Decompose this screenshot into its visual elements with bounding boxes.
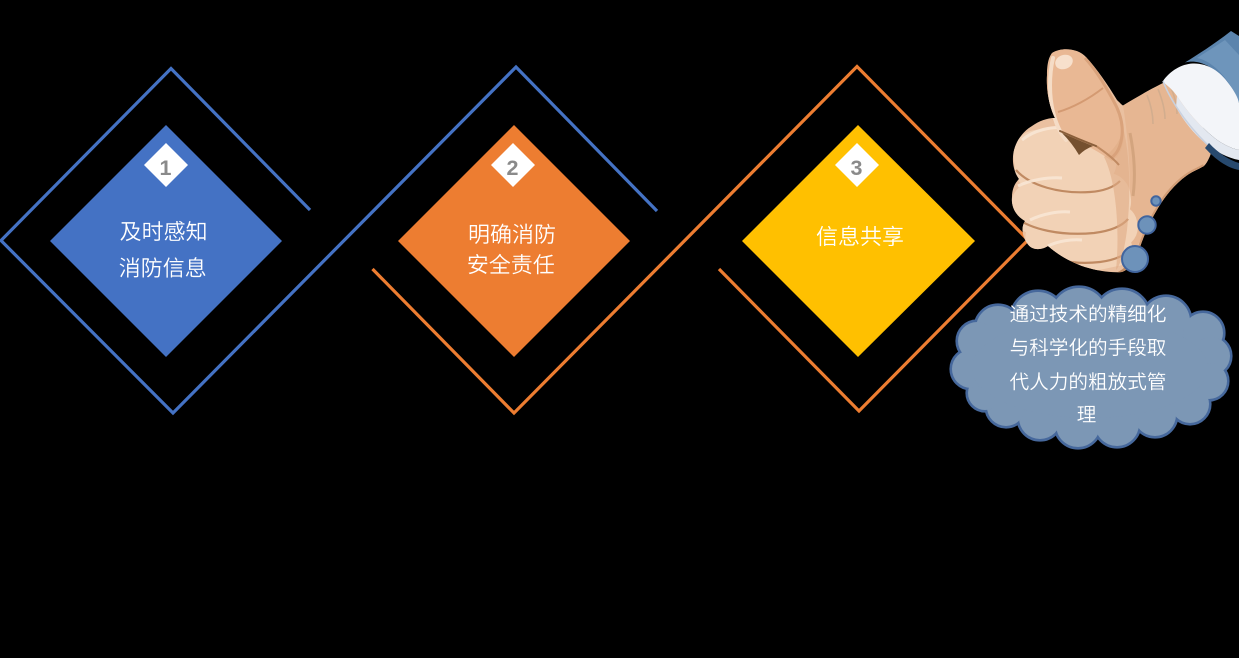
- svg-text:3: 3: [851, 156, 863, 180]
- svg-text:2: 2: [507, 156, 519, 180]
- svg-text:1: 1: [160, 156, 172, 180]
